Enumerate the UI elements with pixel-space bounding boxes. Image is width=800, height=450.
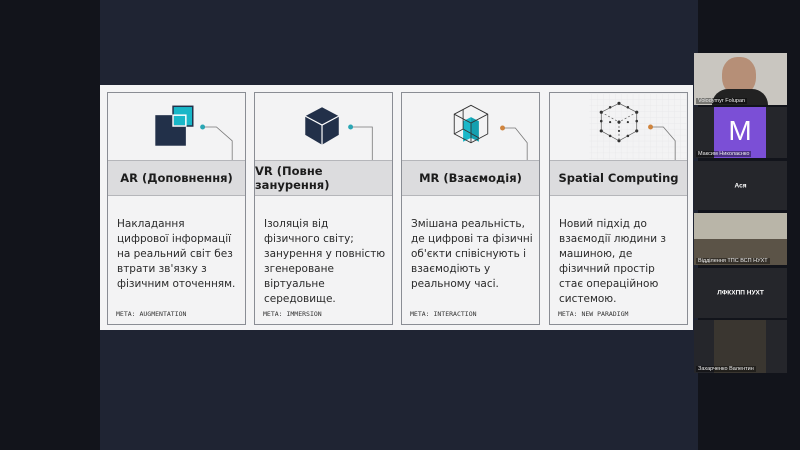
participant-name: Відділення ТПС ВСП НУХТ — [696, 258, 770, 264]
participant-video — [714, 320, 766, 373]
card-title: Spatial Computing — [550, 160, 687, 196]
card-description: Накладання цифрової інформації на реальн… — [117, 218, 236, 290]
participant-name: Максим Николаєнко — [696, 151, 752, 157]
card-spatial-computing: Spatial Computing Новий підхід до взаємо… — [549, 92, 688, 325]
card-meta: META: IMMERSION — [263, 310, 322, 318]
mixed-cube-icon — [453, 104, 528, 160]
avatar: M — [714, 107, 766, 158]
card-meta: META: NEW PARADIGM — [558, 310, 629, 318]
card-vr: VR (Повне занурення) Ізоляція від фізичн… — [254, 92, 393, 325]
shared-slide: AR (Доповнення) Накладання цифрової інфо… — [100, 85, 693, 330]
participant-name: ЛФКХПП НУХТ — [717, 289, 764, 297]
card-description: Змішана реальність, де цифрові та фізичн… — [411, 218, 533, 290]
participant-tile[interactable]: M Максим Николаєнко — [694, 107, 787, 158]
participant-name: Volodymyr Folupan — [696, 98, 748, 104]
participant-tile[interactable]: Відділення ТПС ВСП НУХТ — [694, 213, 787, 265]
participant-video-body — [712, 89, 768, 105]
participant-tile[interactable]: Захарченко Валентин — [694, 320, 787, 373]
card-title: AR (Доповнення) — [108, 160, 245, 196]
card-meta: META: AUGMENTATION — [116, 310, 187, 318]
participant-video — [694, 239, 787, 265]
participant-tile[interactable]: Volodymyr Folupan — [694, 53, 787, 105]
card-title: VR (Повне занурення) — [255, 160, 392, 196]
participant-tile[interactable]: Ася — [694, 161, 787, 210]
participant-name: Захарченко Валентин — [696, 366, 756, 372]
card-description: Ізоляція від фізичного світу; занурення … — [264, 218, 386, 305]
card-title: MR (Взаємодія) — [402, 160, 539, 196]
participant-tile[interactable]: ЛФКХПП НУХТ — [694, 268, 787, 318]
card-mr: MR (Взаємодія) Змішана реальність, де ци… — [401, 92, 540, 325]
participant-video — [722, 57, 756, 95]
card-description: Новий підхід до взаємодії людини з машин… — [559, 218, 666, 305]
card-meta: META: INTERACTION — [410, 310, 477, 318]
cube-icon — [304, 107, 373, 160]
card-ar: AR (Доповнення) Накладання цифрової інфо… — [107, 92, 246, 325]
ar-overlay-icon — [155, 105, 233, 160]
node-cube-icon — [589, 93, 687, 160]
participant-name: Ася — [734, 182, 747, 189]
